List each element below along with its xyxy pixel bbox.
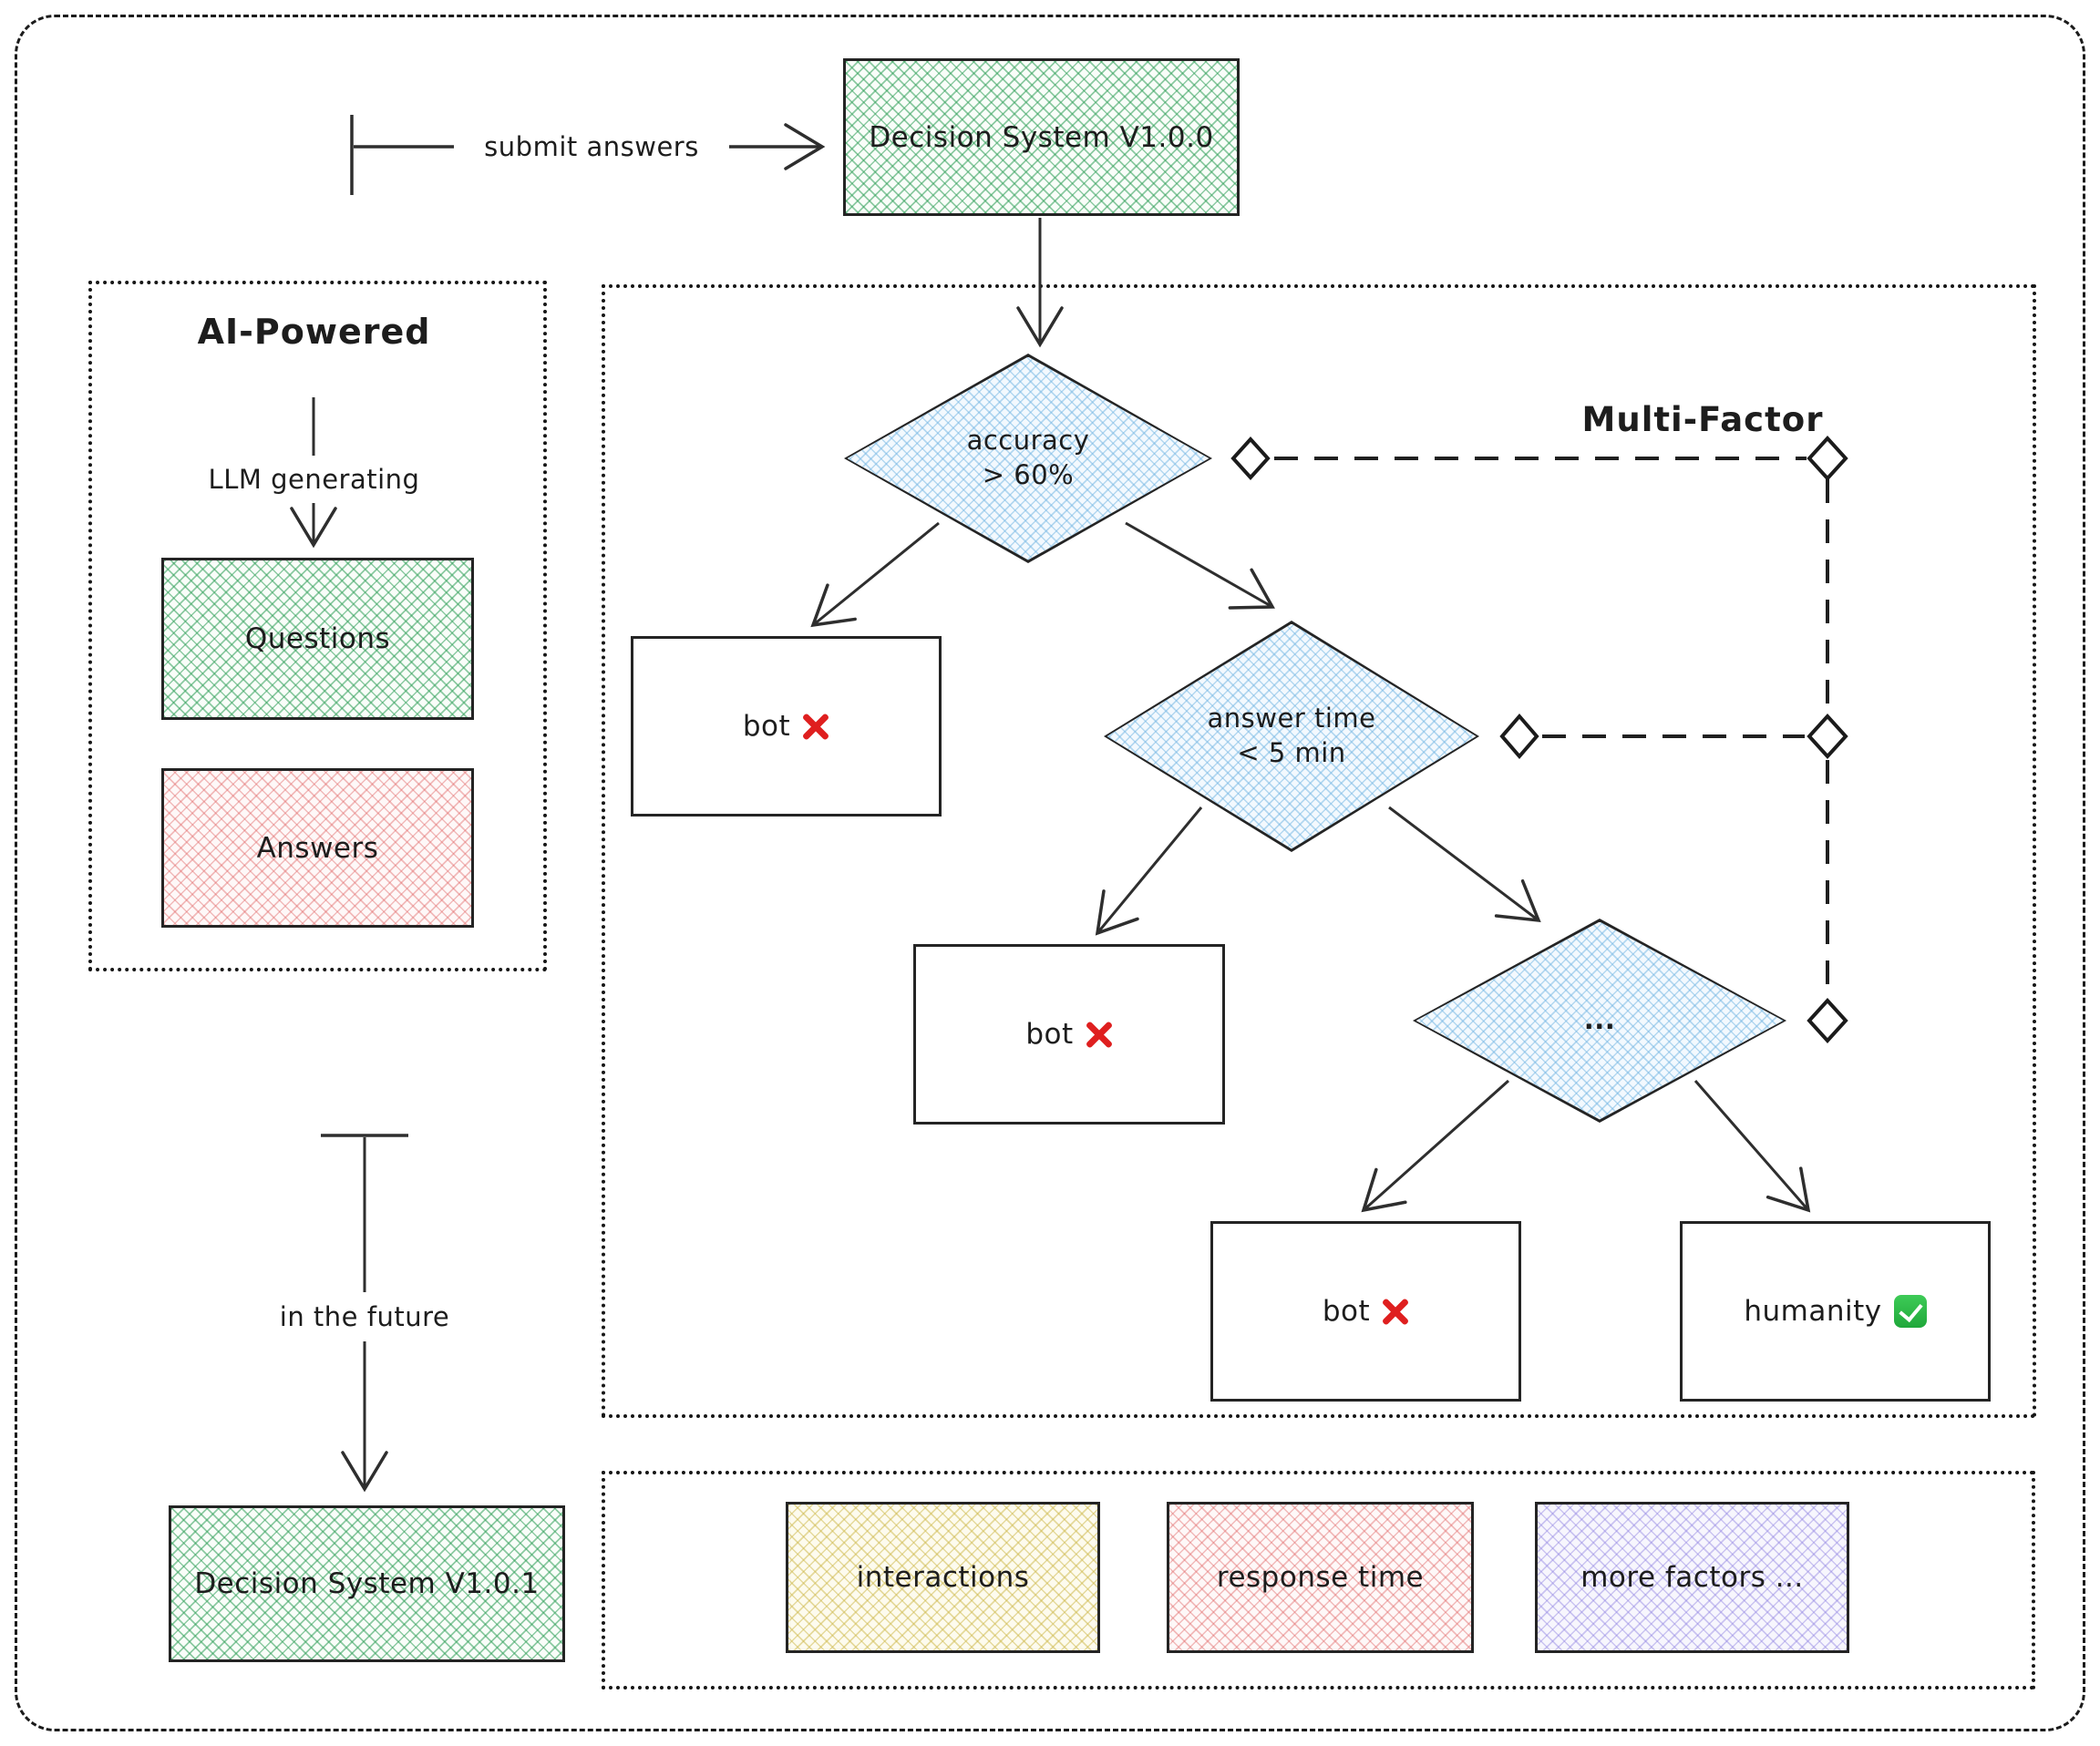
bot-outcome-box-2: bot — [913, 944, 1225, 1125]
decision-system-v101-label: Decision System V1.0.1 — [194, 1567, 540, 1600]
interactions-box: interactions — [786, 1502, 1100, 1653]
x-mark-icon — [802, 713, 829, 740]
more-factors-diamond-label: ... — [1583, 1004, 1616, 1036]
page-border — [15, 15, 2085, 1731]
answer-time-diamond-label: answer time < 5 min — [1207, 703, 1376, 768]
llm-generating-label: LLM generating — [88, 457, 540, 501]
submit-answers-label: submit answers — [454, 122, 729, 171]
arrow-answertime-to-more — [1388, 806, 1541, 923]
response-time-box: response time — [1167, 1502, 1474, 1653]
decision-system-v101-box: Decision System V1.0.1 — [169, 1505, 565, 1662]
humanity-label: humanity — [1744, 1295, 1882, 1328]
in-the-future-text: in the future — [279, 1301, 450, 1332]
arrow-more-to-humanity — [1693, 1080, 1811, 1213]
connector-diamond-rail-top — [1807, 436, 1848, 481]
answers-label: Answers — [256, 831, 379, 865]
response-time-label: response time — [1216, 1561, 1425, 1594]
arrow-accuracy-to-answertime — [1125, 521, 1275, 610]
decision-system-v100-box: Decision System V1.0.0 — [843, 58, 1240, 216]
arrow-answertime-to-bot2 — [1095, 806, 1203, 936]
bot-outcome-box-3: bot — [1210, 1221, 1521, 1402]
in-the-future-label: in the future — [226, 1292, 503, 1341]
accuracy-diamond-label: accuracy > 60% — [966, 425, 1090, 490]
submit-answers-text: submit answers — [484, 131, 699, 162]
bot-label-2: bot — [1025, 1018, 1074, 1051]
decision-tree-container — [602, 284, 2036, 1418]
bot-outcome-box-1: bot — [631, 636, 942, 817]
answer-time-diamond: answer time < 5 min — [1104, 621, 1479, 852]
ai-powered-text: AI-Powered — [197, 312, 431, 352]
more-factors-label: more factors ... — [1580, 1561, 1804, 1594]
ai-powered-container — [88, 281, 547, 971]
interactions-label: interactions — [856, 1561, 1030, 1594]
arrow-accuracy-to-bot1 — [810, 521, 940, 628]
multi-factor-label: Multi-Factor — [1520, 395, 1885, 443]
questions-box: Questions — [161, 558, 474, 720]
arrow-more-to-bot3 — [1361, 1079, 1509, 1213]
factors-container — [602, 1471, 2035, 1690]
multi-factor-text: Multi-Factor — [1581, 399, 1824, 439]
x-mark-icon — [1382, 1298, 1409, 1325]
accuracy-diamond: accuracy > 60% — [844, 354, 1212, 563]
decision-system-v100-label: Decision System V1.0.0 — [869, 120, 1214, 154]
connector-diamond-rail-mid — [1807, 714, 1848, 759]
check-mark-icon — [1893, 1295, 1927, 1328]
answers-box: Answers — [161, 768, 474, 928]
humanity-outcome-box: humanity — [1680, 1221, 1991, 1402]
ai-powered-title: AI-Powered — [88, 304, 540, 359]
connector-diamond-accuracy — [1230, 436, 1271, 480]
more-factors-box: more factors ... — [1535, 1502, 1849, 1653]
connector-diamond-answertime — [1499, 713, 1539, 760]
connector-diamond-rail-bottom — [1807, 998, 1848, 1043]
bot-label-1: bot — [742, 710, 791, 743]
bot-label-3: bot — [1322, 1295, 1371, 1328]
questions-label: Questions — [244, 622, 391, 655]
x-mark-icon — [1086, 1021, 1113, 1048]
llm-generating-text: LLM generating — [208, 464, 420, 495]
more-factors-diamond: ... — [1413, 919, 1786, 1123]
